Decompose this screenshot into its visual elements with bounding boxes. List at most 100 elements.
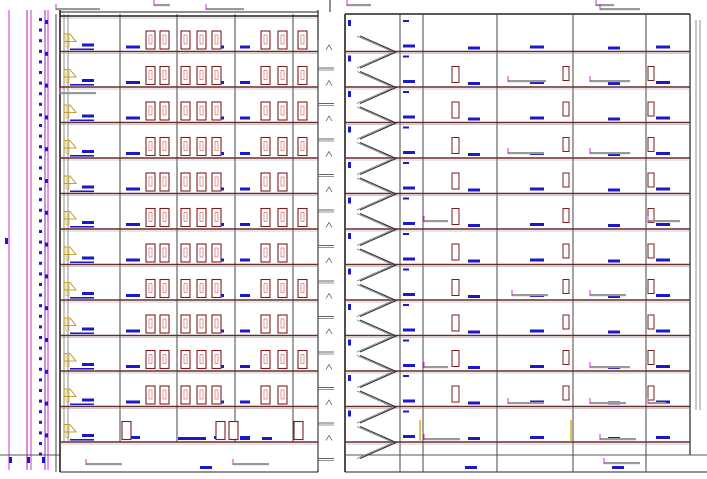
- door-panel: [162, 34, 167, 45]
- door-frame: [260, 243, 271, 263]
- door-panel: [183, 247, 188, 258]
- dimension-tick: [39, 452, 42, 456]
- level-marker: [240, 329, 250, 333]
- dimension-tick: [39, 155, 42, 159]
- dimension-tick: [39, 283, 42, 286]
- level-marker: [70, 226, 94, 228]
- level-marker: [240, 294, 250, 297]
- dimension-tick: [39, 166, 42, 170]
- level-marker: [468, 366, 480, 369]
- door-panel: [263, 318, 268, 329]
- dimension-tick: [39, 219, 42, 223]
- door-frame: [180, 101, 191, 121]
- door-panel: [148, 141, 153, 151]
- door-panel: [183, 34, 188, 45]
- level-marker: [70, 190, 94, 193]
- level-marker: [348, 375, 351, 381]
- door-frame: [180, 30, 191, 50]
- level-marker: [530, 436, 544, 439]
- door-frame: [180, 243, 191, 263]
- stair-flight: [359, 177, 398, 211]
- annotation-leader: [590, 366, 630, 369]
- level-marker: [530, 116, 544, 120]
- door-frame: [647, 243, 655, 259]
- stair-flight: [359, 35, 398, 69]
- door-panel: [183, 283, 188, 293]
- door-panel: [214, 389, 219, 400]
- door-panel: [263, 389, 268, 400]
- shaft-arrow: [325, 328, 333, 335]
- level-marker: [403, 410, 409, 413]
- annotation-leader: [233, 463, 269, 466]
- door-frame: [145, 136, 156, 157]
- stair-flight: [356, 35, 394, 69]
- level-marker: [656, 187, 670, 191]
- door-panel: [183, 176, 188, 187]
- door-panel: [280, 212, 285, 222]
- door-panel: [148, 354, 153, 364]
- door-frame: [196, 172, 207, 192]
- door-frame: [297, 30, 308, 50]
- door-panel: [199, 389, 204, 400]
- dimension-tick: [39, 367, 42, 371]
- level-marker: [403, 268, 409, 271]
- door-panel: [148, 176, 153, 187]
- level-marker: [608, 295, 620, 298]
- door-panel: [183, 105, 188, 116]
- facade-mullion: [65, 317, 70, 332]
- door-frame: [277, 136, 288, 157]
- stair-flight: [356, 142, 394, 175]
- door-frame: [145, 314, 156, 334]
- door-frame: [196, 278, 207, 299]
- level-marker: [468, 295, 480, 298]
- door-frame: [159, 207, 170, 228]
- door-panel: [183, 70, 188, 80]
- door-panel: [280, 141, 285, 151]
- door-frame: [215, 420, 226, 441]
- door-frame: [159, 349, 170, 370]
- shaft-arrow: [325, 44, 333, 51]
- dimension-tick: [45, 20, 48, 24]
- door-frame: [562, 208, 570, 223]
- level-marker: [126, 436, 140, 439]
- level-marker: [126, 400, 140, 404]
- door-frame: [260, 65, 271, 86]
- door-panel: [300, 354, 305, 364]
- door-frame: [562, 101, 570, 117]
- door-frame: [159, 172, 170, 192]
- level-marker: [468, 437, 480, 440]
- door-panel: [263, 105, 268, 116]
- door-panel: [263, 34, 268, 45]
- door-frame: [297, 349, 308, 370]
- level-marker: [608, 46, 620, 50]
- dimension-tick: [39, 399, 42, 403]
- door-frame: [159, 101, 170, 121]
- shaft-arrow: [325, 115, 333, 122]
- level-marker: [70, 155, 94, 157]
- stair-flight: [356, 71, 394, 104]
- facade-mullion: [65, 388, 70, 403]
- door-frame: [277, 349, 288, 370]
- level-marker: [656, 436, 670, 439]
- door-panel: [162, 141, 167, 151]
- door-panel: [214, 34, 219, 45]
- level-marker: [126, 45, 140, 49]
- door-panel: [199, 247, 204, 258]
- door-panel: [214, 141, 219, 151]
- stair-flight: [359, 248, 398, 282]
- dimension-tick: [39, 102, 42, 106]
- level-marker: [126, 294, 140, 297]
- stair-core: [317, 0, 351, 472]
- door-panel: [199, 141, 204, 151]
- door-frame: [159, 243, 170, 263]
- level-marker: [608, 224, 620, 227]
- dimension-tick: [42, 457, 45, 463]
- level-marker: [608, 330, 620, 334]
- stair-flight: [356, 106, 394, 140]
- stair-flight: [356, 426, 394, 459]
- dimension-tick: [39, 272, 42, 276]
- shaft-arrow: [325, 292, 333, 299]
- level-marker: [608, 188, 620, 192]
- door-frame: [297, 136, 308, 157]
- stair-flight: [359, 425, 398, 460]
